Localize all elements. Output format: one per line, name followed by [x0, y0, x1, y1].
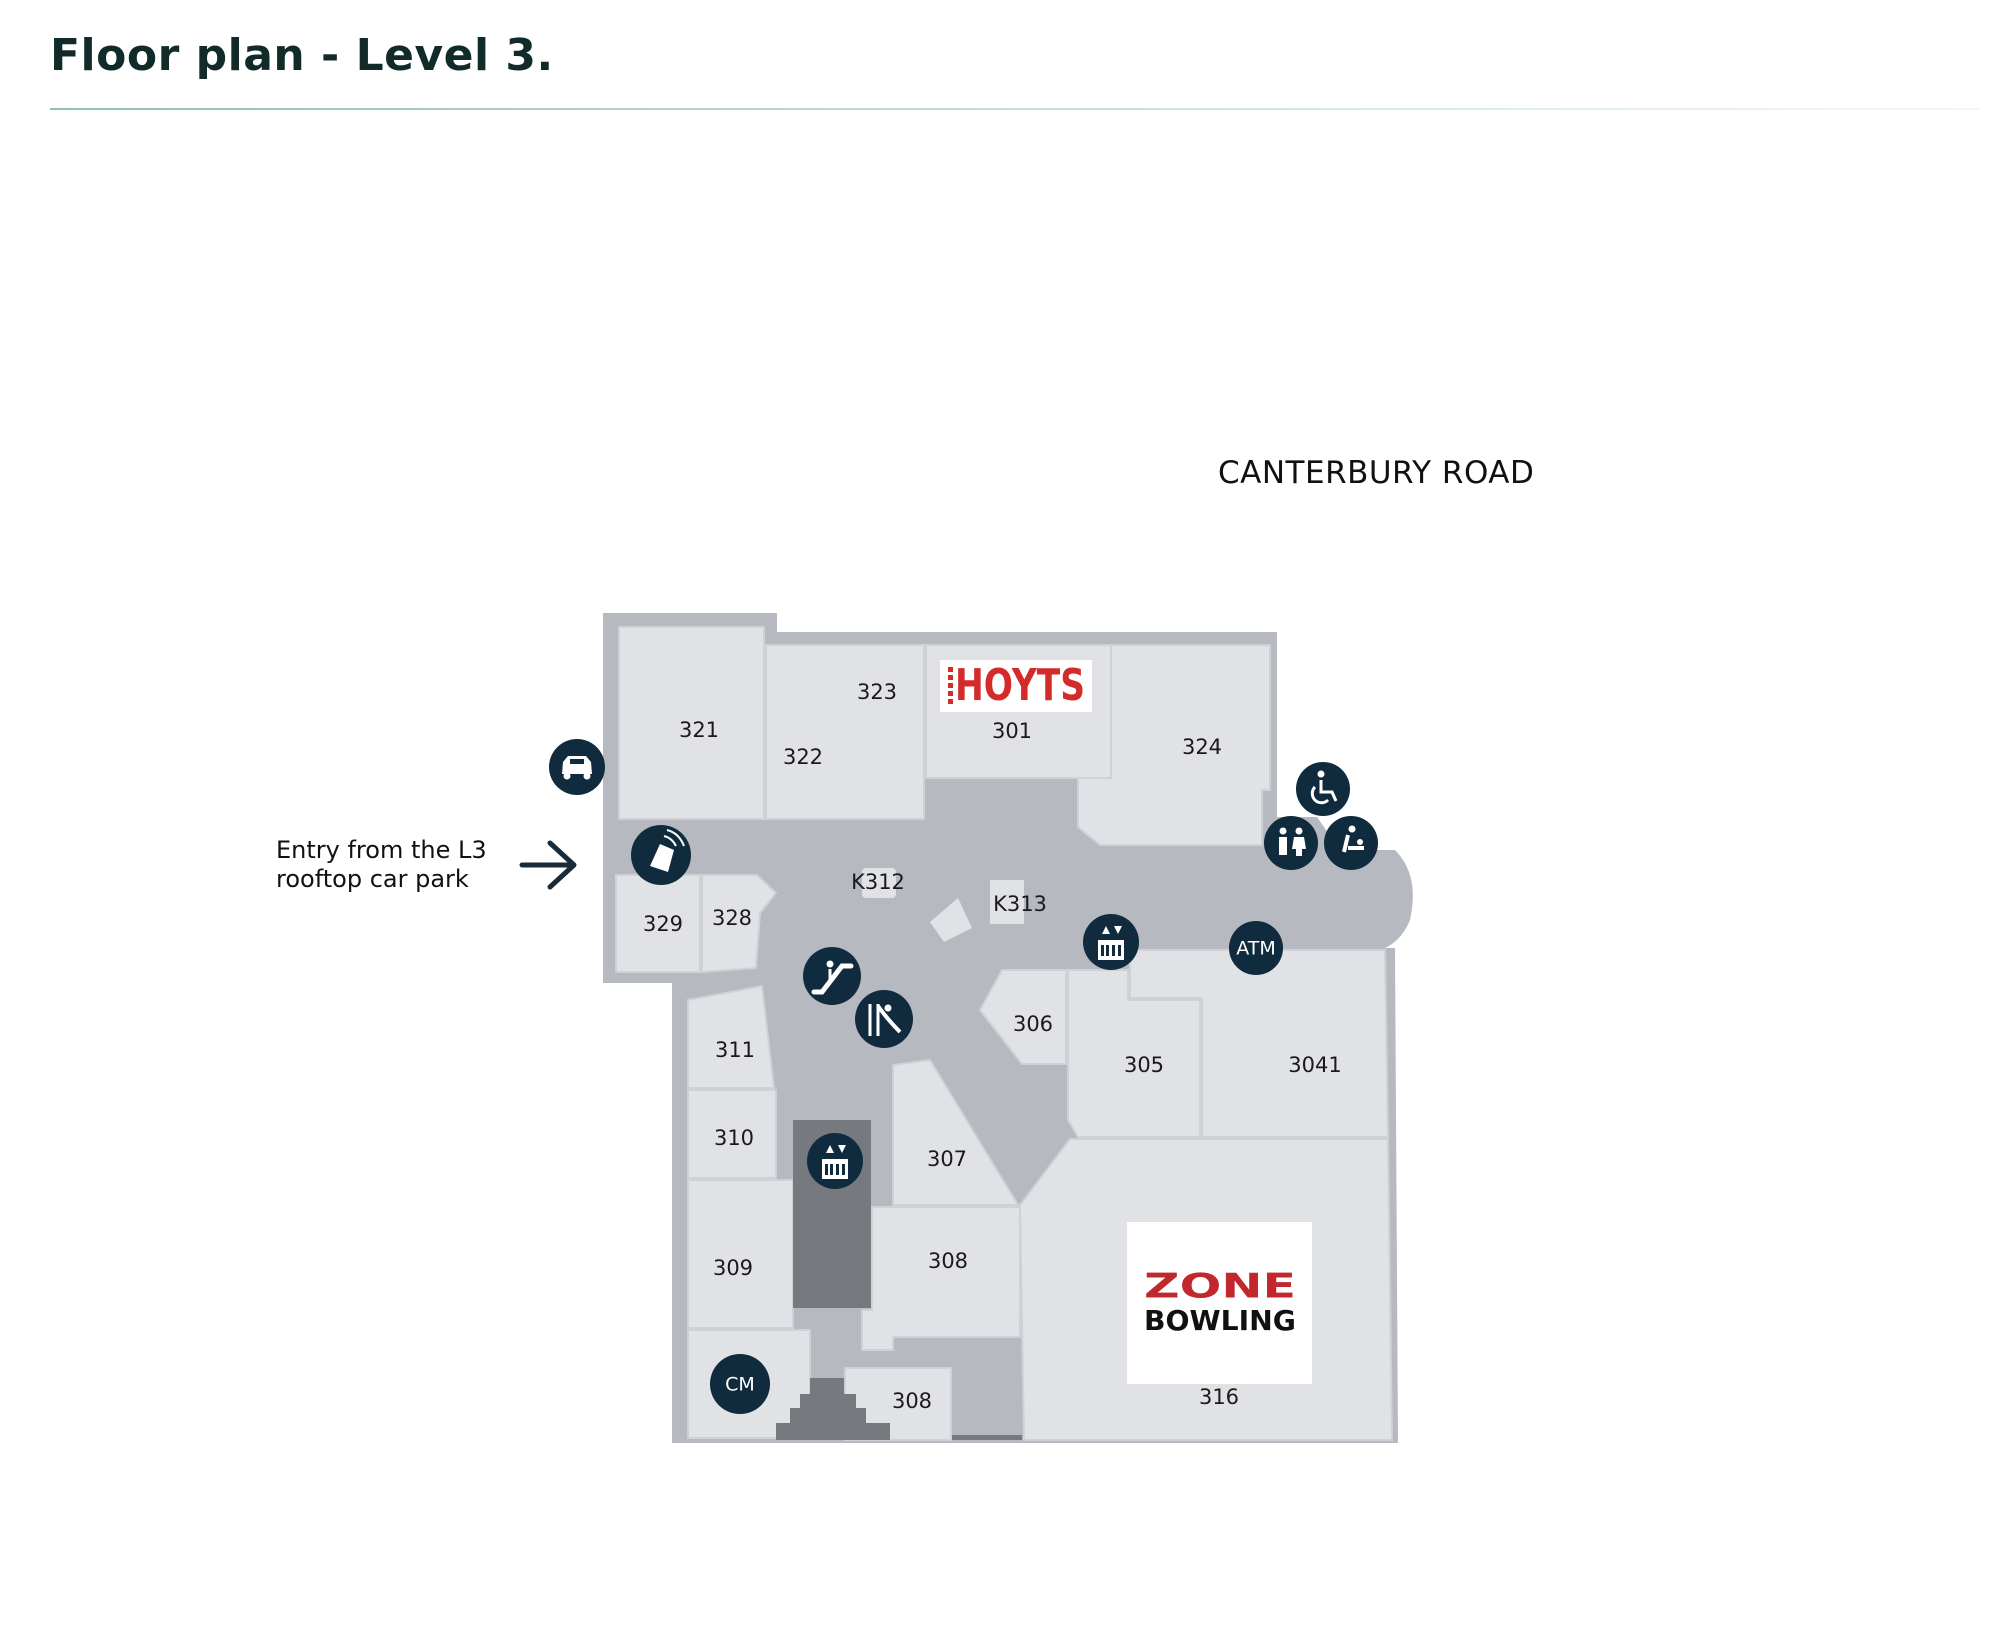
cm-icon[interactable]: CM — [710, 1354, 770, 1414]
unit-321[interactable] — [618, 626, 765, 820]
atm-icon[interactable]: ATM — [1229, 921, 1283, 975]
accessible-icon[interactable] — [1296, 762, 1350, 816]
lift-icon[interactable] — [1083, 914, 1139, 970]
bowling-logo-text: BOWLING — [1144, 1304, 1296, 1337]
entry-note-line-2: rooftop car park — [276, 865, 469, 893]
toilets-icon[interactable] — [1264, 816, 1318, 870]
unit-label-k312: K312 — [851, 870, 905, 894]
cm-label: CM — [725, 1374, 755, 1396]
unit-label-328: 328 — [712, 906, 752, 930]
kiosk-planter — [930, 898, 972, 942]
unit-label-316: 316 — [1199, 1385, 1239, 1409]
doorway-strip — [952, 1435, 1022, 1440]
unit-label-310: 310 — [714, 1126, 754, 1150]
unit-306[interactable] — [978, 969, 1067, 1065]
parents-room-icon[interactable] — [1324, 816, 1378, 870]
unit-307[interactable] — [892, 1058, 1020, 1206]
unit-label-k313: K313 — [993, 892, 1047, 916]
kiosk-k312[interactable] — [862, 868, 896, 898]
unit-308-upper[interactable] — [861, 1206, 1021, 1351]
unit-label-324: 324 — [1182, 735, 1222, 759]
taxi-icon[interactable] — [549, 739, 605, 795]
unit-323[interactable] — [765, 644, 925, 820]
unit-label-308-lower: 308 — [892, 1389, 932, 1413]
unit-label-321: 321 — [679, 718, 719, 742]
hoyts-logo-text: HOYTS — [955, 660, 1085, 711]
entry-note: Entry from the L3 rooftop car park — [276, 836, 487, 894]
escalator-icon[interactable] — [803, 947, 861, 1005]
tap-to-pay-icon[interactable] — [631, 825, 691, 885]
playground-slide-icon[interactable] — [855, 990, 913, 1048]
unit-label-301: 301 — [992, 719, 1032, 743]
unit-309[interactable] — [687, 1179, 794, 1329]
unit-label-3041: 3041 — [1288, 1053, 1341, 1077]
unit-label-305: 305 — [1124, 1053, 1164, 1077]
unit-310[interactable] — [687, 1089, 777, 1179]
zone-bowling-logo: ZONE BOWLING — [1127, 1222, 1312, 1384]
unit-305[interactable] — [1067, 969, 1201, 1138]
unit-328[interactable] — [701, 874, 778, 974]
unit-label-306: 306 — [1013, 1012, 1053, 1036]
entry-note-line-1: Entry from the L3 — [276, 836, 487, 864]
unit-324[interactable] — [1077, 644, 1271, 846]
atm-label: ATM — [1236, 938, 1276, 960]
unit-label-308-upper: 308 — [928, 1249, 968, 1273]
zone-logo-text: ZONE — [1144, 1267, 1296, 1307]
unit-labels: 321 323 322 301 324 K312 K313 329 328 31… — [643, 680, 1342, 1413]
unit-311[interactable] — [687, 984, 776, 1089]
kiosk-k313[interactable] — [990, 880, 1024, 924]
unit-label-311: 311 — [715, 1038, 755, 1062]
unit-label-323: 323 — [857, 680, 897, 704]
unit-label-307: 307 — [927, 1147, 967, 1171]
unit-3041[interactable] — [1129, 949, 1390, 1138]
unit-label-309: 309 — [713, 1256, 753, 1280]
unit-label-329: 329 — [643, 912, 683, 936]
street-label: CANTERBURY ROAD — [1218, 455, 1535, 491]
entry-arrow-icon — [519, 840, 577, 890]
stairs — [776, 1378, 890, 1440]
page-title: Floor plan - Level 3. — [50, 30, 554, 81]
hoyts-logo: HOYTS — [940, 660, 1092, 712]
title-divider — [50, 108, 1980, 110]
lift-icon-south[interactable] — [807, 1133, 863, 1189]
unit-label-322: 322 — [783, 745, 823, 769]
